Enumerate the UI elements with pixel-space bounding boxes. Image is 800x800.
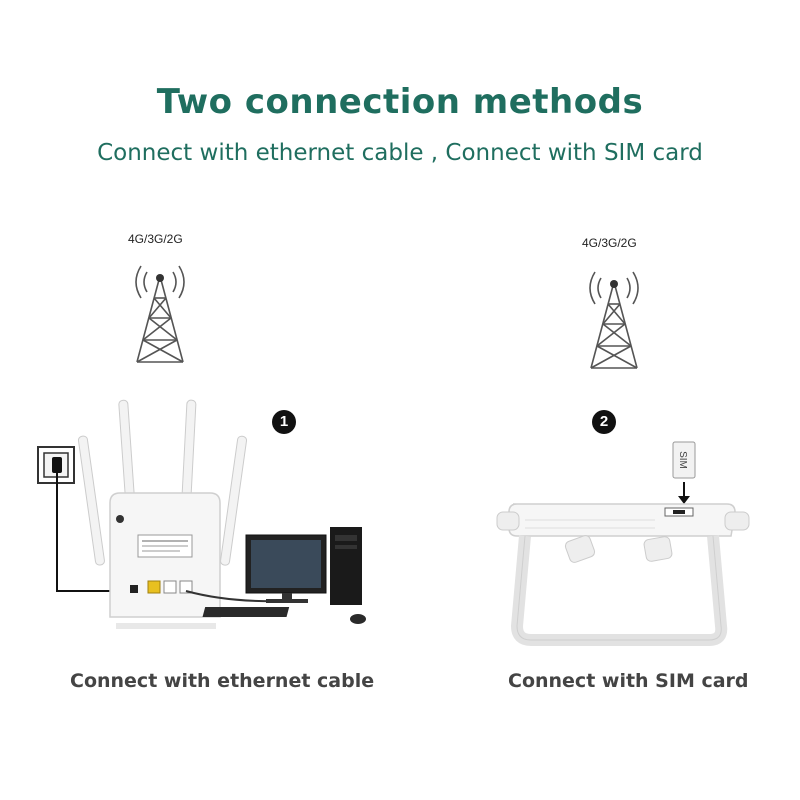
page-subtitle: Connect with ethernet cable , Connect wi…	[97, 140, 703, 166]
network-label-2: 4G/3G/2G	[582, 236, 637, 250]
cell-tower-icon	[589, 271, 639, 369]
sim-card-icon: SIM	[672, 441, 696, 479]
sim-card-label: SIM	[677, 451, 688, 469]
caption-ethernet: Connect with ethernet cable	[70, 670, 375, 692]
caption-sim: Connect with SIM card	[508, 670, 749, 692]
sim-setup-illustration: SIM	[496, 441, 750, 646]
step-badge-2: 2	[592, 410, 616, 434]
cell-tower-icon	[135, 265, 185, 363]
page-title: Two connection methods	[156, 82, 644, 122]
step-badge-1: 1	[272, 410, 296, 434]
ethernet-setup-illustration	[37, 399, 366, 629]
network-label-1: 4G/3G/2G	[128, 232, 183, 246]
